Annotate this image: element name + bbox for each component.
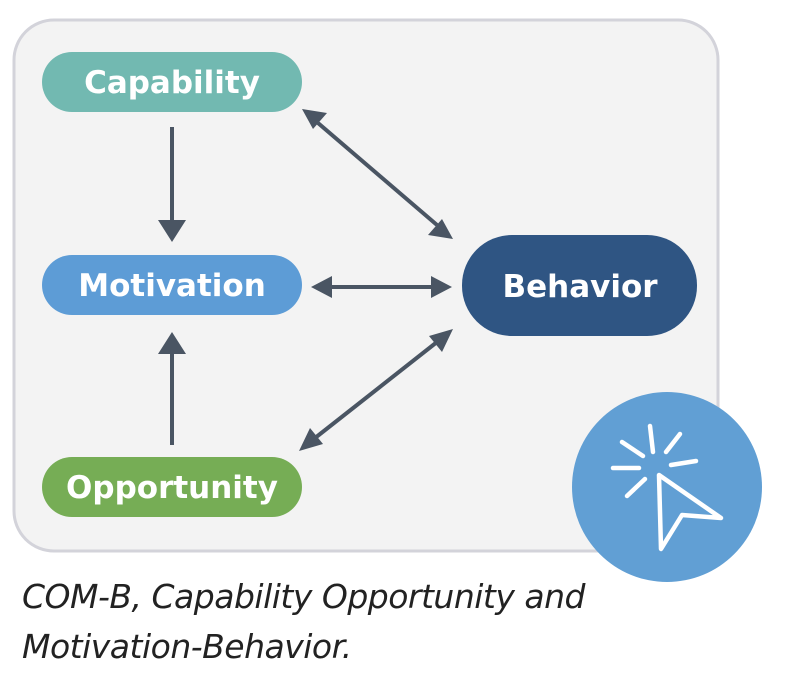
node-behavior-label: Behavior (502, 269, 658, 305)
figure-caption: COM-B, Capability Opportunity and Motiva… (22, 572, 585, 672)
node-behavior: Behavior (462, 235, 697, 336)
caption-line-1: COM-B, Capability Opportunity and (22, 577, 585, 616)
node-opportunity: Opportunity (42, 457, 302, 517)
click-badge (572, 392, 762, 582)
node-capability: Capability (42, 52, 302, 112)
node-motivation-label: Motivation (78, 268, 266, 304)
node-capability-label: Capability (84, 65, 260, 101)
arrow-capability-behavior (316, 121, 439, 227)
cursor-click-icon (610, 423, 724, 552)
caption-line-2: Motivation-Behavior. (22, 627, 352, 666)
node-motivation: Motivation (42, 255, 302, 315)
arrow-opportunity-behavior (313, 340, 439, 440)
node-opportunity-label: Opportunity (66, 470, 278, 506)
